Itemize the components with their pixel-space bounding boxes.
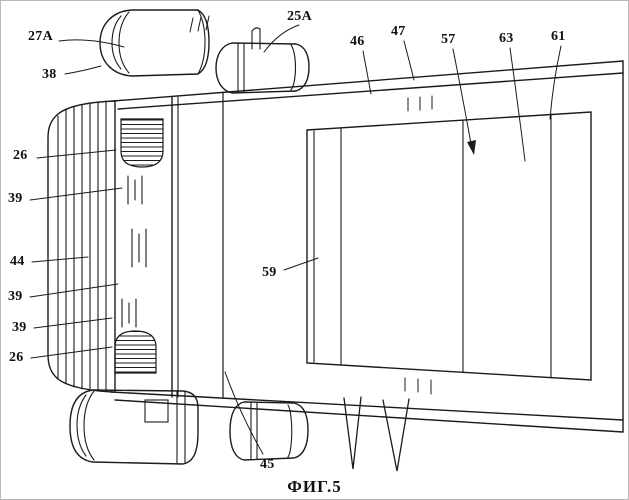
spring-marks [121, 175, 147, 328]
ref-label-39-b: 39 [8, 289, 23, 304]
ref-label-39-a: 39 [8, 191, 23, 206]
straps [343, 396, 410, 472]
bottom-wheel-left [69, 389, 199, 465]
arrowhead-57 [467, 140, 476, 155]
wheel-hatch-top [120, 118, 164, 168]
ref-label-61: 61 [551, 29, 566, 44]
roller-25A [215, 27, 310, 94]
ref-label-59: 59 [262, 265, 277, 280]
ref-label-38: 38 [42, 67, 57, 82]
ref-label-63: 63 [499, 31, 514, 46]
tire-27A [99, 9, 210, 77]
ref-label-25A: 25A [287, 9, 313, 24]
ref-label-27A: 27A [28, 29, 54, 44]
bottom-roller [229, 401, 309, 461]
ref-label-47: 47 [391, 24, 406, 39]
ref-label-45: 45 [260, 457, 275, 472]
ref-label-57: 57 [441, 32, 456, 47]
ref-label-39-c: 39 [12, 320, 27, 335]
ref-label-46: 46 [350, 34, 365, 49]
ref-label-44: 44 [10, 254, 25, 269]
ref-label-26-bottom: 26 [9, 350, 24, 365]
figure-caption: ФИГ.5 [287, 477, 342, 496]
ref-label-26-top: 26 [13, 148, 28, 163]
wheel-hatch-bottom [114, 330, 157, 374]
leader-lines [29, 24, 562, 455]
cargo-panel [306, 111, 592, 381]
